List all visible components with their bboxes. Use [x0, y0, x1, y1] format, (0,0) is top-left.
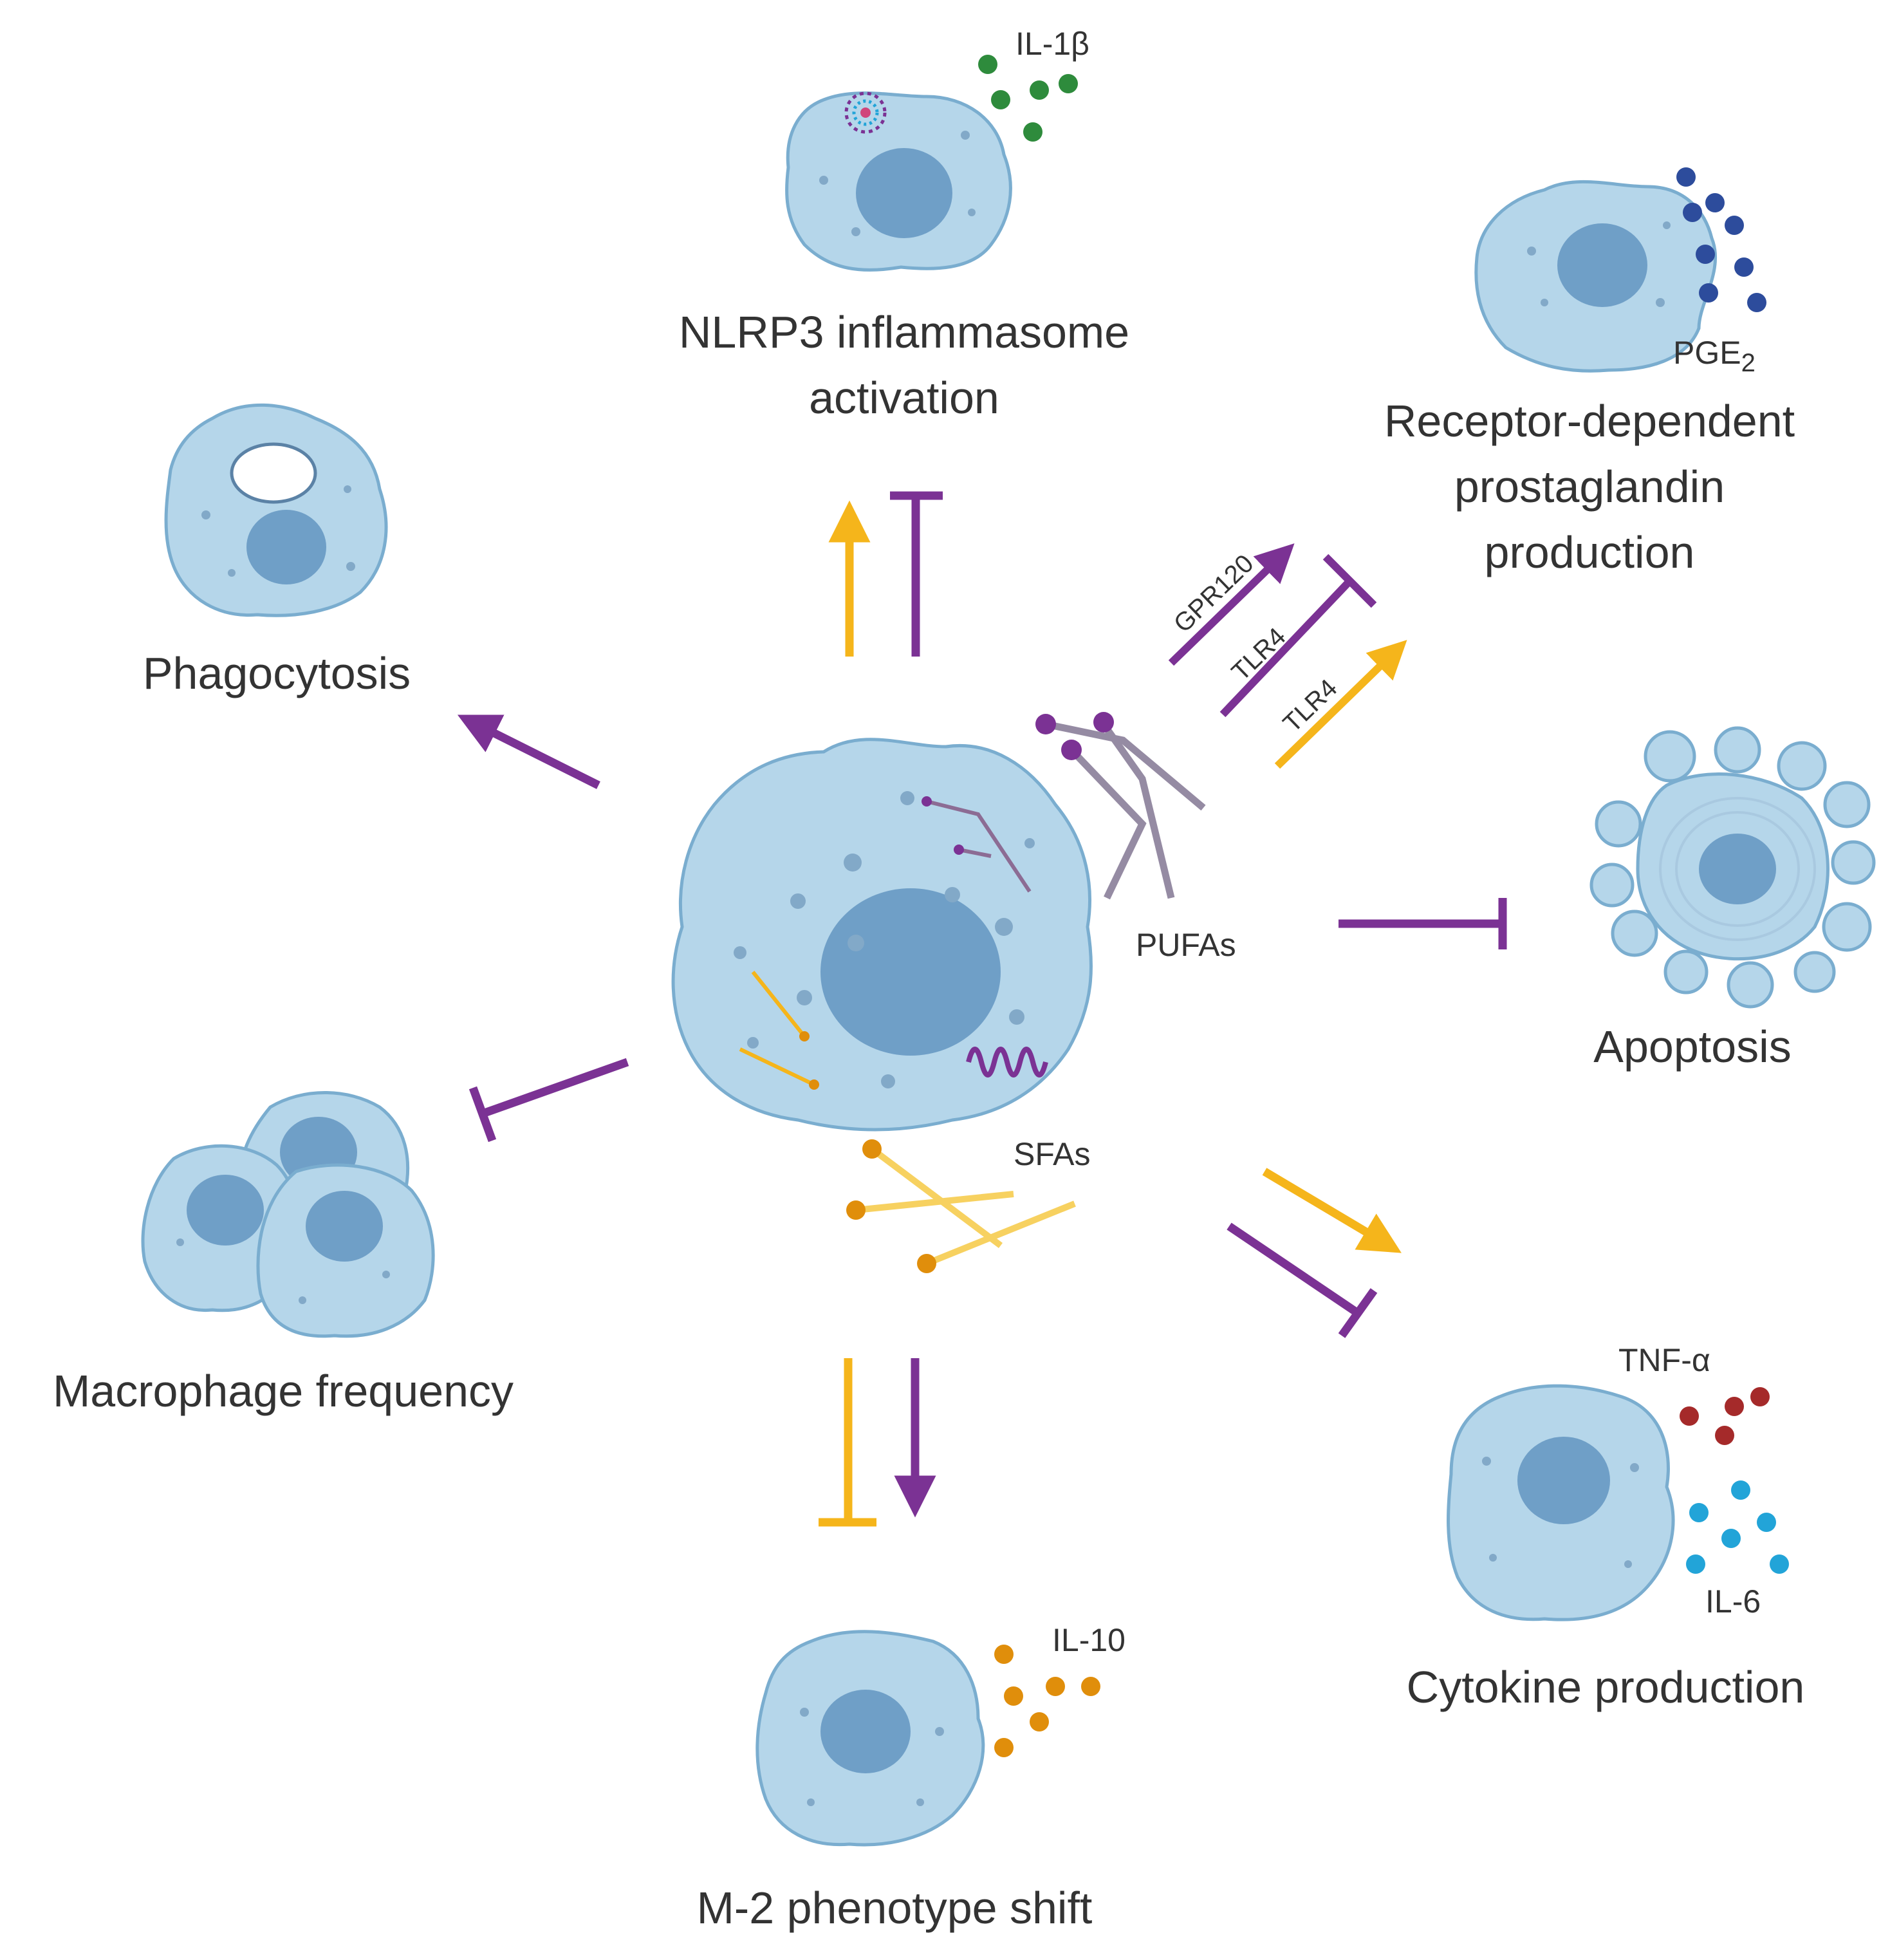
gpr120-activation-arrow	[1168, 543, 1295, 666]
prostaglandin-label-line3: production	[1485, 527, 1695, 577]
phagocytosis-activation-arrow	[457, 714, 600, 789]
pufa-molecules-icon	[1035, 712, 1206, 900]
pge2-label: PGE2	[1673, 335, 1756, 377]
central-macrophage	[671, 738, 1093, 1132]
tlr4-activation-arrow	[1274, 640, 1407, 769]
sfa-label: SFAs	[1014, 1136, 1090, 1172]
phagocytosis-macrophage	[164, 403, 388, 617]
macrophage-frequency-label: Macrophage frequency	[53, 1366, 514, 1416]
il1b-cytokines-icon	[978, 55, 1078, 142]
m2-macrophage	[755, 1630, 985, 1847]
prostaglandin-macrophage	[1474, 180, 1717, 373]
m2-shift-label: M-2 phenotype shift	[697, 1883, 1093, 1933]
tlr4-inhibition-tbar	[1219, 554, 1377, 718]
macrophage-cluster	[141, 1091, 435, 1338]
prostaglandin-label-line1: Receptor-dependent	[1384, 396, 1795, 446]
nlrp3-macrophage	[785, 91, 1012, 272]
il1b-label: IL-1β	[1015, 26, 1089, 62]
inflammasome-icon	[844, 91, 887, 134]
apoptosis-inhibition-tbar	[1339, 898, 1507, 949]
intracellular-pufa-icon	[922, 796, 1032, 893]
il6-cytokines-icon	[1686, 1480, 1789, 1574]
pge2-molecules-icon	[1676, 167, 1766, 312]
apoptosis-label: Apoptosis	[1593, 1022, 1791, 1072]
prostaglandin-label-line2: prostaglandin	[1454, 462, 1725, 512]
tnfa-label: TNF-α	[1618, 1342, 1710, 1378]
cytokine-macrophage	[1447, 1384, 1675, 1621]
sfa-molecules-icon	[846, 1139, 1076, 1273]
tlr4-activation-label: TLR4	[1278, 674, 1343, 738]
il10-cytokines-icon	[994, 1645, 1100, 1757]
tnfa-cytokines-icon	[1680, 1387, 1770, 1445]
membrane-receptor-icon	[966, 1047, 1048, 1078]
pufa-inhibition-tbar	[890, 491, 943, 657]
pufa-label: PUFAs	[1136, 927, 1236, 963]
nlrp3-label-line2: activation	[809, 373, 999, 423]
apoptotic-macrophage	[1589, 726, 1876, 1009]
pufa-cytokine-inhibition-tbar	[1227, 1222, 1378, 1338]
il10-label: IL-10	[1052, 1622, 1126, 1658]
sfa-cytokine-activation-arrow	[1262, 1168, 1402, 1253]
phagocytosis-label: Phagocytosis	[143, 648, 411, 698]
intracellular-sfa-icon	[739, 971, 819, 1090]
sfa-m2-inhibition-tbar	[819, 1358, 876, 1527]
nlrp3-label-line1: NLRP3 inflammasome	[679, 307, 1129, 357]
cytokine-production-label: Cytokine production	[1407, 1662, 1805, 1712]
il6-label: IL-6	[1705, 1583, 1761, 1619]
macrophage-frequency-inhibition-tbar	[468, 1058, 629, 1143]
